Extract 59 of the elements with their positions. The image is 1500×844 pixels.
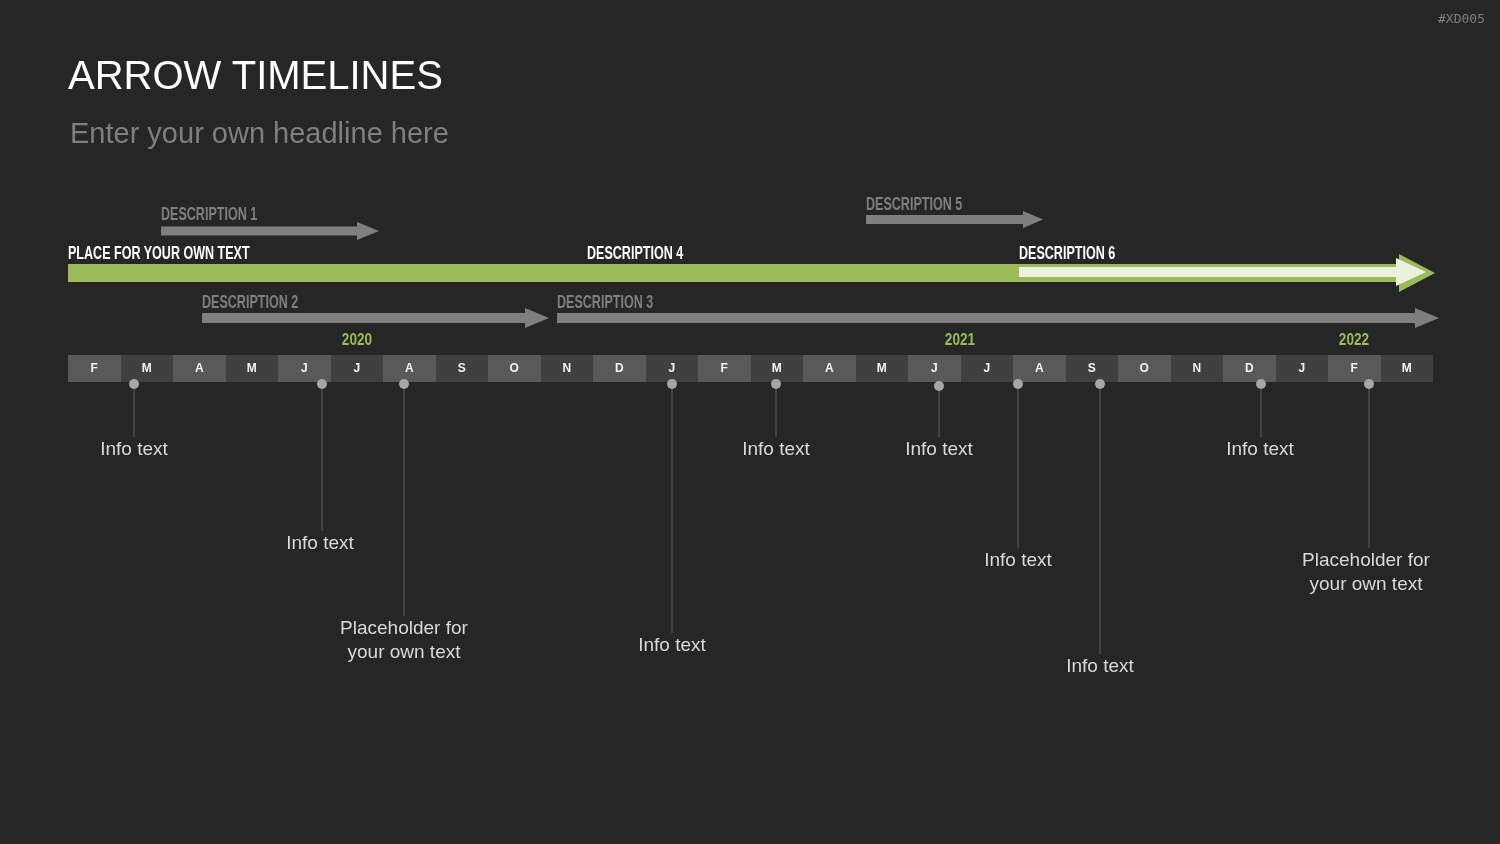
month-cell: D xyxy=(593,355,646,382)
month-cell: S xyxy=(435,355,488,382)
month-cell: J xyxy=(645,355,698,382)
info-text: Info text xyxy=(742,437,810,461)
dot-icon xyxy=(1256,379,1266,389)
month-cell: N xyxy=(540,355,593,382)
band-heading: DESCRIPTION 6 xyxy=(1019,244,1116,262)
band-heading: DESCRIPTION 1 xyxy=(161,205,258,223)
info-text: Info text xyxy=(286,531,354,555)
info-text: Placeholder for your own text xyxy=(1291,548,1441,596)
slide-code: #XD005 xyxy=(1438,11,1485,27)
month-cell: J xyxy=(908,355,961,382)
info-text: Placeholder for your own text xyxy=(329,616,479,664)
month-cell: F xyxy=(68,355,121,382)
title: ARROW TIMELINES xyxy=(68,52,443,99)
month-cell: F xyxy=(698,355,751,382)
dot-icon xyxy=(771,379,781,389)
month-cell: S xyxy=(1065,355,1118,382)
band-heading: PLACE FOR YOUR OWN TEXT xyxy=(68,244,250,262)
month-cell: J xyxy=(278,355,331,382)
dot-icon xyxy=(1095,379,1105,389)
month-cell: A xyxy=(383,355,436,382)
month-cell: J xyxy=(960,355,1013,382)
band-heading: DESCRIPTION 3 xyxy=(557,293,654,311)
band-heading: DESCRIPTION 5 xyxy=(866,195,963,213)
month-cell: J xyxy=(330,355,383,382)
year-label: 2022 xyxy=(1338,331,1370,349)
info-text: Info text xyxy=(1226,437,1294,461)
month-cell: F xyxy=(1328,355,1381,382)
month-cell: O xyxy=(1118,355,1171,382)
info-text: Info text xyxy=(638,633,706,657)
band-heading: DESCRIPTION 4 xyxy=(587,244,684,262)
month-cell: D xyxy=(1223,355,1276,382)
dot-icon xyxy=(1013,379,1023,389)
month-cell: O xyxy=(488,355,541,382)
month-cell: A xyxy=(1013,355,1066,382)
dot-icon xyxy=(129,379,139,389)
month-cell: M xyxy=(120,355,173,382)
info-text: Info text xyxy=(100,437,168,461)
dot-icon xyxy=(934,381,944,391)
dot-icon xyxy=(1364,379,1374,389)
subtitle: Enter your own headline here xyxy=(70,116,449,151)
month-cell: N xyxy=(1170,355,1223,382)
info-text: Info text xyxy=(905,437,973,461)
dot-icon xyxy=(667,379,677,389)
month-cell: A xyxy=(173,355,226,382)
month-cell: M xyxy=(225,355,278,382)
dot-icon xyxy=(399,379,409,389)
year-label: 2021 xyxy=(944,331,976,349)
month-cell: J xyxy=(1275,355,1328,382)
info-text: Info text xyxy=(1066,654,1134,678)
band-heading: DESCRIPTION 2 xyxy=(202,293,299,311)
dot-icon xyxy=(317,379,327,389)
month-cell: A xyxy=(803,355,856,382)
month-cell: M xyxy=(750,355,803,382)
info-text: Info text xyxy=(984,548,1052,572)
year-label: 2020 xyxy=(341,331,373,349)
month-cell: M xyxy=(1380,355,1433,382)
month-cell: M xyxy=(855,355,908,382)
